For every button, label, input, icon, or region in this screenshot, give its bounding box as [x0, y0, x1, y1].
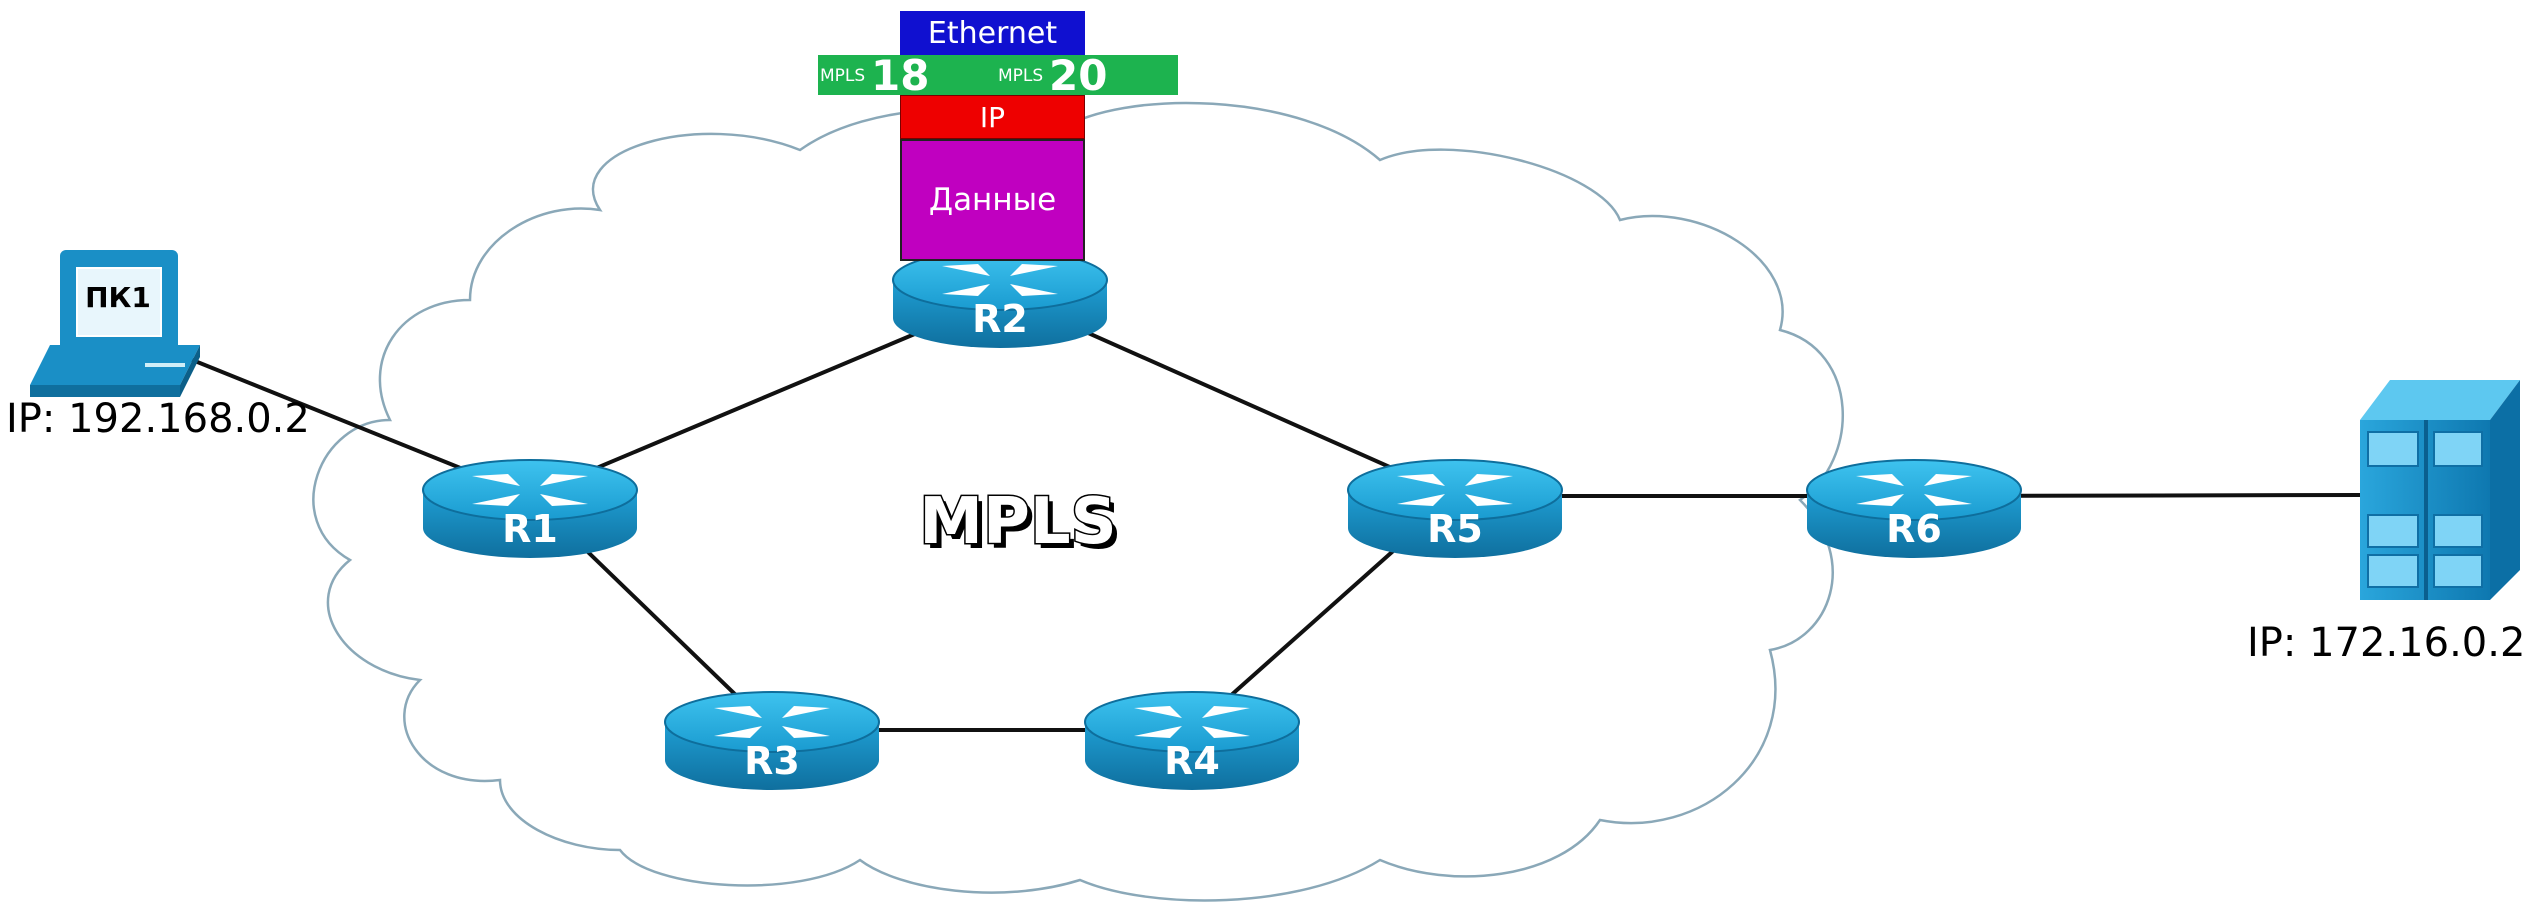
router-r2-label: R2	[972, 297, 1028, 341]
packet-data-payload: Данные	[900, 139, 1085, 261]
router-r4-icon[interactable]: R4	[1084, 691, 1300, 790]
ip-label: IP	[979, 100, 1006, 134]
router-r3-label: R3	[744, 739, 800, 783]
router-r1-label: R1	[502, 507, 558, 551]
pc-ip-label: IP: 192.168.0.2	[6, 396, 310, 442]
router-r5-label: R5	[1427, 507, 1483, 551]
mpls-small-label-1: MPLS	[820, 66, 866, 86]
mpls-label-20: 20	[1049, 51, 1108, 100]
ethernet-label: Ethernet	[927, 15, 1058, 51]
mpls-cloud	[312, 101, 1845, 902]
server-icon[interactable]	[2360, 380, 2520, 600]
packet-mpls-header: MPLS 18 MPLS 20	[818, 51, 1178, 100]
packet-ip-header: IP	[900, 95, 1085, 139]
router-r5-icon[interactable]: R5	[1347, 459, 1563, 558]
router-r1-icon[interactable]: R1	[422, 459, 638, 558]
mpls-label-18: 18	[871, 51, 930, 100]
data-label: Данные	[928, 182, 1057, 218]
cloud-label-shadow: MPLS	[924, 490, 1121, 564]
router-r3-icon[interactable]: R3	[664, 691, 880, 790]
cloud-label: MPLS	[919, 485, 1116, 559]
server-ip-label: IP: 172.16.0.2	[2247, 620, 2526, 666]
router-r2-icon[interactable]: R2	[892, 249, 1108, 348]
router-r4-label: R4	[1164, 739, 1220, 783]
pc-name: ПК1	[85, 281, 151, 314]
router-r6-icon[interactable]: R6	[1806, 459, 2022, 558]
mpls-small-label-2: MPLS	[998, 66, 1044, 86]
pc-computer-icon[interactable]	[30, 250, 200, 397]
router-r6-label: R6	[1886, 507, 1942, 551]
packet-ethernet-header: Ethernet	[900, 11, 1085, 55]
